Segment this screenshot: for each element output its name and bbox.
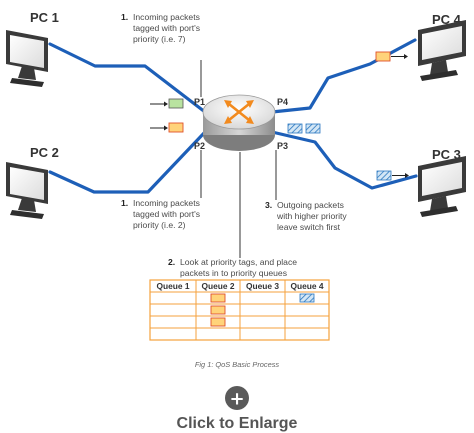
- plus-icon: +: [229, 389, 244, 410]
- packet-incoming-p1: [150, 98, 184, 109]
- pc-2: PC 2: [6, 145, 59, 219]
- network-links: [48, 38, 418, 194]
- queue-2-packet: [210, 305, 226, 315]
- enlarge-button[interactable]: + Click to Enlarge: [177, 386, 298, 432]
- queue-2-packet: [210, 293, 226, 303]
- pc-3: PC 3: [418, 147, 466, 217]
- note-2-number: 2.: [168, 257, 175, 267]
- port-p3-label: P3: [277, 141, 288, 151]
- enlarge-label[interactable]: Click to Enlarge: [177, 415, 298, 432]
- link-p3-pc3: [270, 130, 418, 190]
- monitor-icon: [6, 162, 48, 219]
- pc-4: PC 4: [418, 12, 466, 81]
- note-1-top-line-1: Incoming packets: [133, 12, 200, 22]
- note-3: 3. Outgoing packets with higher priority…: [265, 200, 347, 232]
- switch-arrows-icon: [224, 100, 254, 124]
- link-pc1-p1: [48, 42, 207, 114]
- priority-queue-table: Queue 1 Queue 2 Queue 3 Queue 4: [149, 279, 330, 341]
- link-pc2-p2: [48, 130, 207, 194]
- pc-1: PC 1: [6, 10, 59, 87]
- queue-header-2: Queue 2: [201, 281, 234, 291]
- plus-circle-icon[interactable]: [225, 386, 249, 410]
- note-3-number: 3.: [265, 200, 272, 210]
- note-3-line-3: leave switch first: [277, 222, 341, 232]
- note-1-bottom-line-2: tagged with port's: [133, 209, 200, 219]
- monitor-icon: [418, 156, 466, 217]
- note-1-top: 1. Incoming packets tagged with port's p…: [121, 12, 200, 44]
- pc-1-label: PC 1: [30, 10, 59, 25]
- packet-outgoing-pc4: [375, 51, 408, 62]
- pc-3-label: PC 3: [432, 147, 461, 162]
- note-1-bottom: 1. Incoming packets tagged with port's p…: [121, 198, 200, 230]
- note-3-line-1: Outgoing packets: [277, 200, 344, 210]
- queue-2-packet: [210, 317, 226, 327]
- packet-incoming-p2: [150, 122, 184, 133]
- queue-header-4: Queue 4: [290, 281, 323, 291]
- packets-outgoing-p3: [287, 123, 321, 134]
- monitor-icon: [6, 30, 48, 87]
- figure-caption: Fig 1: QoS Basic Process: [195, 360, 280, 369]
- port-p2-label: P2: [194, 141, 205, 151]
- note-1-top-number: 1.: [121, 12, 128, 22]
- monitor-icon: [418, 20, 466, 81]
- note-1-top-line-2: tagged with port's: [133, 23, 200, 33]
- queue-header-1: Queue 1: [156, 281, 189, 291]
- note-2: 2. Look at priority tags, and place pack…: [168, 257, 297, 278]
- note-1-bottom-number: 1.: [121, 198, 128, 208]
- note-3-line-2: with higher priority: [276, 211, 347, 221]
- note-2-line-1: Look at priority tags, and place: [180, 257, 297, 267]
- leader-lines: [200, 60, 277, 258]
- note-2-line-2: packets in to priority queues: [180, 268, 287, 278]
- port-p4-label: P4: [277, 97, 288, 107]
- network-switch: [202, 94, 276, 151]
- queue-header-3: Queue 3: [246, 281, 279, 291]
- note-1-bottom-line-1: Incoming packets: [133, 198, 200, 208]
- packet-outgoing-pc3: [376, 170, 409, 181]
- port-p1-label: P1: [194, 97, 205, 107]
- note-1-bottom-line-3: priority (i.e. 2): [133, 220, 186, 230]
- queue-4-packet: [299, 293, 315, 303]
- pc-2-label: PC 2: [30, 145, 59, 160]
- link-p4-pc4: [270, 38, 417, 114]
- note-1-top-line-3: priority (i.e. 7): [133, 34, 186, 44]
